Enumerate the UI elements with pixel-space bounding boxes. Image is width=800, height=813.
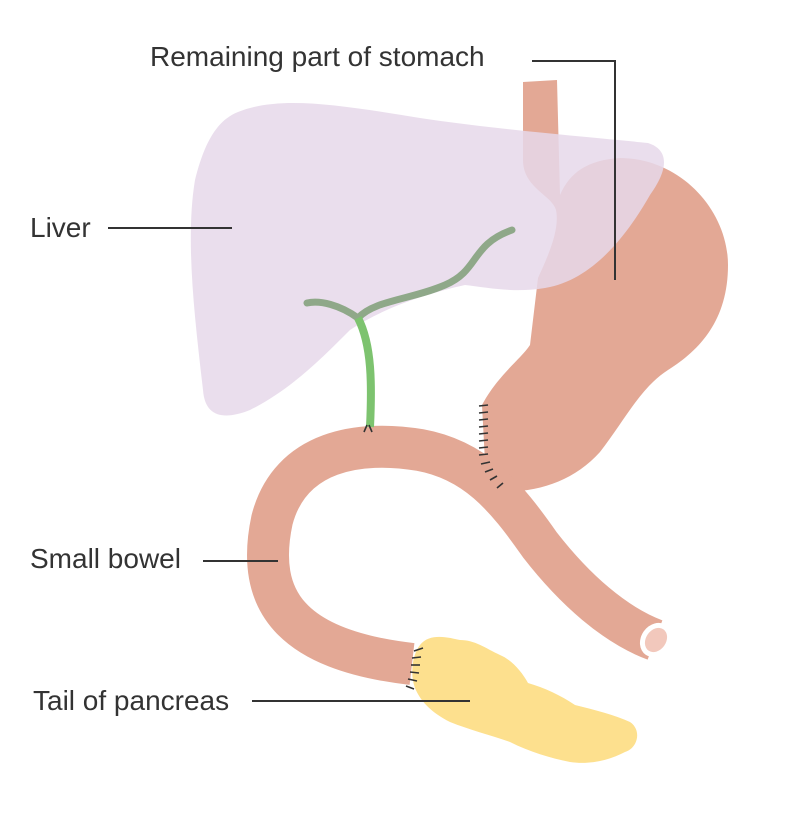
suture-bowel-pancreas bbox=[405, 647, 424, 690]
label-tail-of-pancreas: Tail of pancreas bbox=[33, 685, 230, 716]
bile-duct-lower bbox=[354, 316, 375, 428]
small-bowel-loop bbox=[247, 425, 663, 685]
bile-duct bbox=[303, 226, 516, 428]
leader-line-stomach bbox=[532, 60, 616, 280]
label-liver: Liver bbox=[30, 212, 91, 243]
label-remaining-stomach: Remaining part of stomach bbox=[150, 41, 485, 72]
suture-stomach-bowel bbox=[478, 404, 504, 489]
pancreas-tail bbox=[412, 636, 638, 763]
bile-duct-upper bbox=[303, 226, 516, 323]
liver bbox=[190, 102, 665, 416]
small-bowel bbox=[247, 425, 673, 685]
label-small-bowel: Small bowel bbox=[30, 543, 181, 574]
sutures bbox=[363, 404, 504, 690]
suture-bile-duct bbox=[363, 424, 373, 433]
small-bowel-lumen bbox=[644, 627, 668, 653]
leader-lines bbox=[108, 60, 616, 702]
